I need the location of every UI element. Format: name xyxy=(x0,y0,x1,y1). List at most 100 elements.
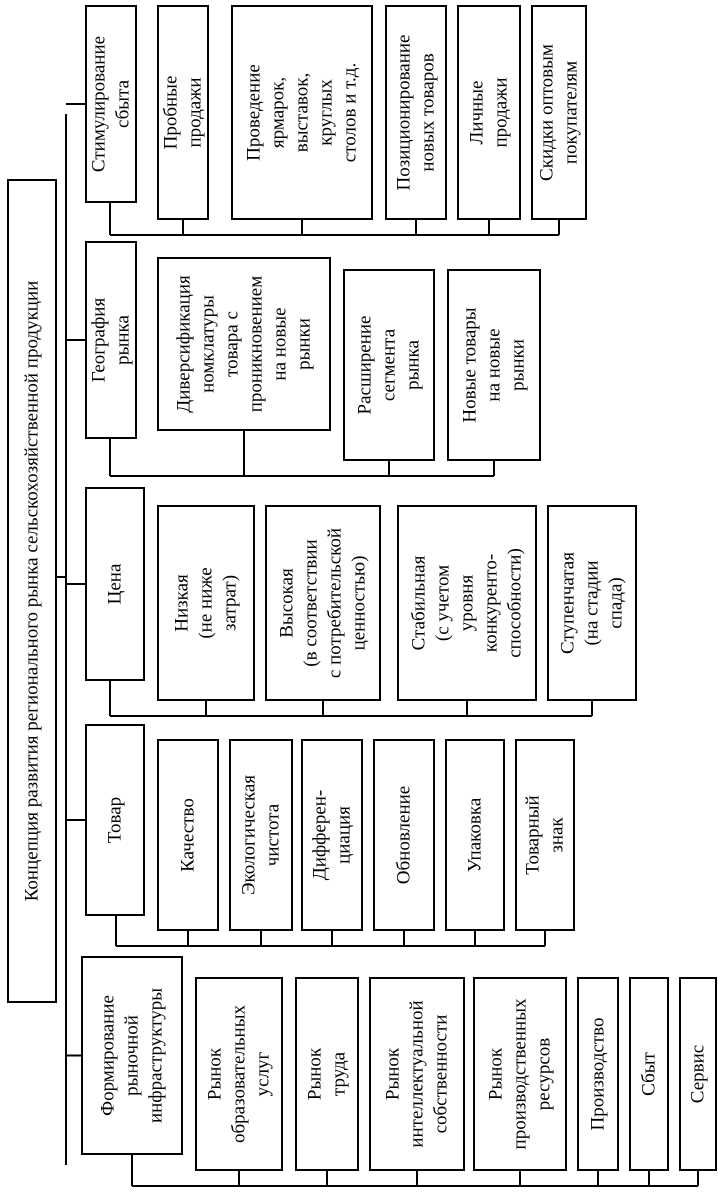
item-infrastructure-0-text: услуг xyxy=(253,1051,274,1096)
item-price-2-text: способности) xyxy=(505,548,526,658)
item-infrastructure-6-box xyxy=(679,977,717,1171)
item-product-5-text: знак xyxy=(547,817,568,853)
item-price-0-box xyxy=(157,505,255,701)
item-sales-promotion-0-text: Пробные xyxy=(161,76,182,150)
group-header-sales-promotion-box xyxy=(85,5,137,203)
item-product-4-text: Упаковка xyxy=(465,797,486,872)
item-product-2: Дифферен-циация xyxy=(301,739,363,931)
item-infrastructure-3-box xyxy=(473,977,567,1171)
root-concept-box-box xyxy=(7,179,57,1003)
item-price-1-text: ценностью) xyxy=(349,556,370,651)
item-price-2-text: Стабильная xyxy=(409,555,430,650)
item-product-1-box xyxy=(229,739,293,931)
item-product-5-box xyxy=(515,739,575,931)
item-infrastructure-6: Сервис xyxy=(679,977,717,1171)
group-header-infrastructure-text: рыночной xyxy=(122,1015,143,1096)
item-price-1-text: (в соответствии xyxy=(301,539,322,666)
group-header-sales-promotion-text: Стимулирование xyxy=(89,36,110,172)
item-infrastructure-2-text: интеллектуальной xyxy=(407,1000,428,1147)
item-price-1-text: Высокая xyxy=(277,568,298,638)
group-header-product-text: Товар xyxy=(105,797,126,843)
item-product-3-box xyxy=(373,739,435,931)
item-sales-promotion-4-box xyxy=(531,5,587,220)
item-price-0-text: затрат) xyxy=(220,575,241,631)
item-product-2-text: Дифферен- xyxy=(310,790,331,881)
item-price-3-text: спада) xyxy=(606,577,627,628)
item-price-1-box xyxy=(265,505,381,701)
item-sales-promotion-1-text: круглых xyxy=(316,79,337,146)
item-product-2-box xyxy=(301,739,363,931)
item-market-geography-0-box xyxy=(157,257,331,431)
group-header-infrastructure-text: Формирование xyxy=(98,995,119,1116)
item-market-geography-0-text: товара с xyxy=(222,311,243,377)
item-product-2-text: циация xyxy=(334,806,355,864)
item-sales-promotion-3-text: Личные xyxy=(467,81,488,145)
item-sales-promotion-3-text: продажи xyxy=(491,77,512,147)
item-price-1-text: с потребительской xyxy=(325,528,346,678)
item-market-geography-0-text: рынки xyxy=(294,318,315,370)
item-infrastructure-3-text: Рынок xyxy=(486,1047,507,1100)
group-header-infrastructure-text: инфраструктуры xyxy=(146,988,167,1123)
item-infrastructure-5-text: Сбыт xyxy=(639,1051,660,1095)
item-infrastructure-5: Сбыт xyxy=(629,977,669,1171)
item-infrastructure-1-box xyxy=(295,977,359,1171)
root-concept-box-text: Концепция развития регионального рынка с… xyxy=(22,281,43,902)
item-market-geography-1-box xyxy=(343,269,435,461)
item-infrastructure-3-text: производственных xyxy=(510,998,531,1149)
item-market-geography-1-text: рынка xyxy=(403,340,424,390)
item-sales-promotion-2-text: Позиционирование xyxy=(394,35,415,191)
item-infrastructure-0-text: Рынок xyxy=(205,1047,226,1100)
item-market-geography-0-text: проникновением xyxy=(246,276,267,413)
item-infrastructure-2-text: Рынок xyxy=(383,1047,404,1100)
item-market-geography-2-text: на новые xyxy=(484,328,505,401)
group-header-price: Цена xyxy=(85,487,145,681)
item-product-3: Обновление xyxy=(373,739,435,931)
item-infrastructure-1-text: труда xyxy=(329,1051,350,1096)
item-sales-promotion-3-box xyxy=(457,5,521,220)
group-header-price-text: Цена xyxy=(105,563,126,604)
item-infrastructure-2-text: собственности xyxy=(431,1015,452,1134)
item-product-3-text: Обновление xyxy=(394,786,415,884)
item-infrastructure-0-text: образовательных xyxy=(229,1005,250,1143)
item-infrastructure-3-text: ресурсов xyxy=(534,1038,555,1111)
item-market-geography-0-text: номклатуры xyxy=(198,295,219,393)
item-price-2-box xyxy=(397,505,537,701)
item-sales-promotion-1-text: Проведение xyxy=(244,64,265,161)
item-product-1-text: Экологическая xyxy=(239,775,260,895)
item-infrastructure-4: Производство xyxy=(577,977,619,1171)
item-sales-promotion-4-text: Скидки оптовым xyxy=(537,44,558,181)
item-sales-promotion-1-text: ярмарок, xyxy=(268,77,289,148)
item-market-geography-2-text: рынки xyxy=(508,339,529,391)
item-product-1-text: чистота xyxy=(263,803,284,866)
item-price-0-text: Низкая xyxy=(172,574,193,632)
item-infrastructure-2-box xyxy=(369,977,465,1171)
item-price-2-text: уровня xyxy=(457,575,478,632)
item-sales-promotion-1-box xyxy=(231,5,373,220)
item-price-2-text: (с учетом xyxy=(433,565,454,641)
root-concept-box: Концепция развития регионального рынка с… xyxy=(7,179,57,1003)
item-price-3-text: (на стадии xyxy=(582,560,603,645)
group-header-market-geography-text: рынка xyxy=(113,315,134,365)
item-sales-promotion-2-text: новых товаров xyxy=(418,53,439,171)
group-header-infrastructure-box xyxy=(81,956,183,1155)
item-product-0-box xyxy=(157,739,219,931)
item-sales-promotion-4-text: покупателям xyxy=(561,61,582,164)
item-sales-promotion-0-box xyxy=(157,5,209,220)
item-infrastructure-0-box xyxy=(195,977,283,1171)
item-product-0-text: Качество xyxy=(178,798,199,872)
